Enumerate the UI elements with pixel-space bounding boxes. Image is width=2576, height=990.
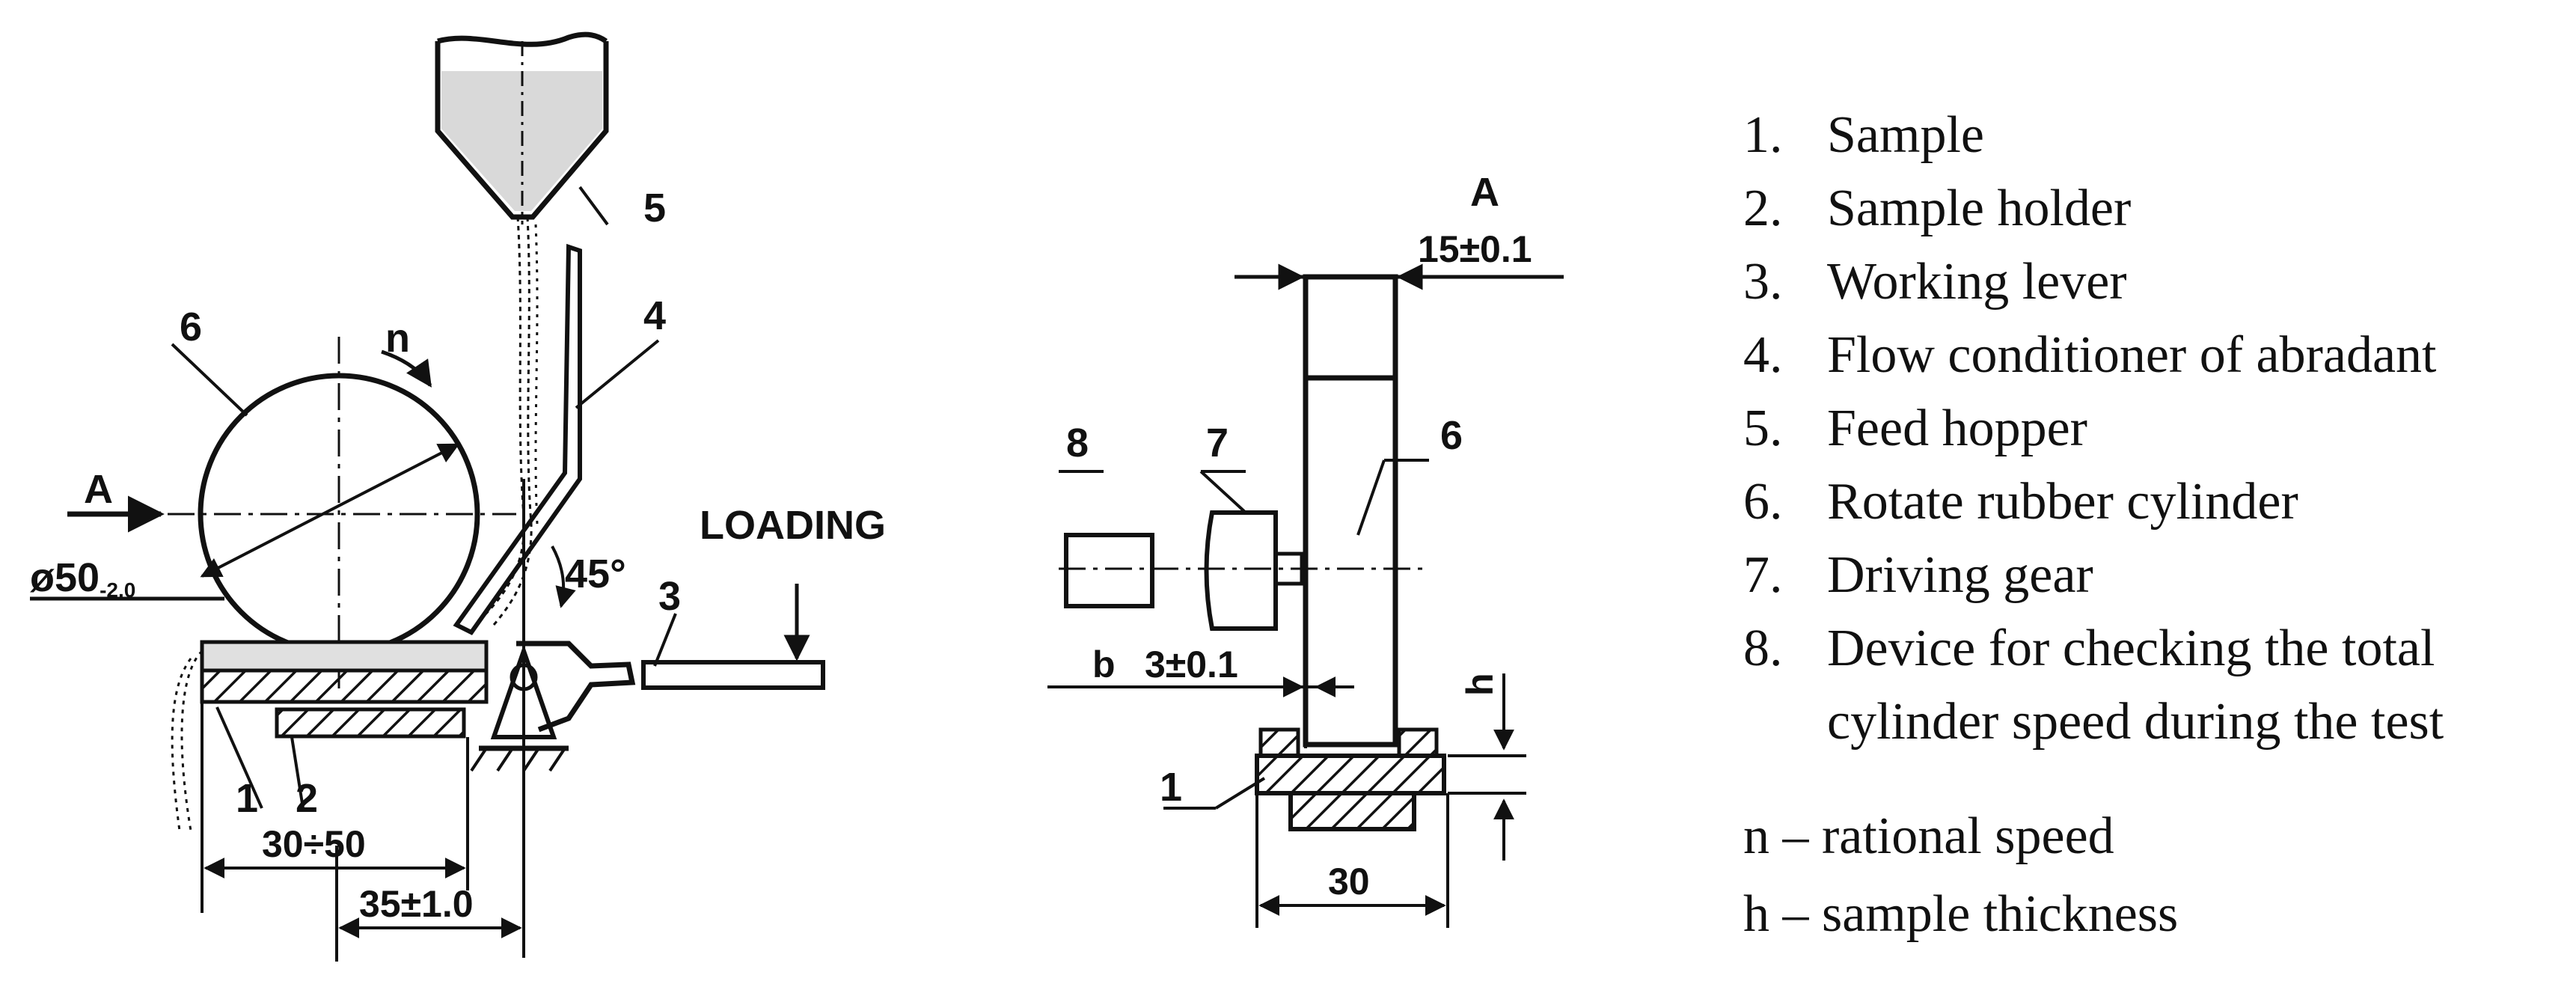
- label-part-5: 5: [643, 186, 666, 230]
- legend-item-4: 4. Flow conditioner of abradant: [1743, 319, 2566, 392]
- abradant-stream: [477, 216, 539, 626]
- label-part-6-section: 6: [1440, 413, 1463, 458]
- label-part-4: 4: [643, 293, 666, 338]
- legend-text: Driving gear: [1827, 546, 2093, 604]
- section-sample-holder: [1288, 791, 1416, 831]
- note-sample-thickness: h – sample thickness: [1743, 885, 2179, 943]
- sample: [200, 640, 489, 673]
- legend-text: Device for checking the total cylinder s…: [1827, 620, 2444, 751]
- label-b: b: [1092, 644, 1116, 685]
- label-part-3: 3: [658, 574, 681, 619]
- legend-text: Working lever: [1827, 253, 2127, 311]
- side-view-diagram: [30, 31, 825, 962]
- section-view-diagram: [1047, 263, 1564, 928]
- label-dim-3: 3±0.1: [1145, 644, 1238, 685]
- sample-holder: [275, 707, 466, 739]
- legend-item-6: 6. Rotate rubber cylinder: [1743, 465, 2566, 539]
- label-h: h: [1459, 673, 1501, 696]
- label-diameter: ø50-2.0: [30, 555, 135, 602]
- label-dim-15: 15±0.1: [1418, 228, 1532, 270]
- label-dim-30: 30: [1328, 861, 1370, 902]
- label-dim-35: 35±1.0: [359, 883, 474, 925]
- label-part-8: 8: [1066, 421, 1089, 465]
- legend-num: 5.: [1743, 400, 1783, 457]
- label-part-1-section: 1: [1160, 765, 1182, 810]
- label-dim-30-50: 30÷50: [262, 823, 366, 865]
- label-loading: LOADING: [700, 503, 886, 548]
- legend-item-5: 5. Feed hopper: [1743, 392, 2566, 465]
- legend-num: 6.: [1743, 473, 1783, 531]
- legend: 1. Sample 2. Sample holder 3. Working lever…: [1743, 99, 2566, 953]
- legend-item-1: 1. Sample: [1743, 99, 2566, 172]
- legend-num: 1.: [1743, 106, 1783, 164]
- legend-notes: n – rational speed h – sample thickness: [1743, 798, 2566, 953]
- side-view-labels: 5 4 6 n A ø50-2.0 45° LOADING 3 1 2 30÷5…: [30, 186, 886, 925]
- sample-hatch: [200, 668, 489, 704]
- label-part-1: 1: [236, 776, 258, 821]
- speed-check-device: [1064, 533, 1154, 608]
- working-lever: [516, 641, 636, 733]
- label-part-7: 7: [1206, 421, 1229, 465]
- label-section-a: A: [84, 467, 113, 512]
- legend-item-2: 2. Sample holder: [1743, 172, 2566, 245]
- legend-item-8: 8. Device for checking the total cylinder…: [1743, 612, 2566, 759]
- legend-text: Sample holder: [1827, 180, 2132, 237]
- legend-text: Flow conditioner of abradant: [1827, 326, 2437, 384]
- legend-text: Feed hopper: [1827, 400, 2087, 457]
- legend-num: 8.: [1743, 620, 1783, 677]
- label-section-title: A: [1470, 170, 1499, 215]
- label-part-6: 6: [180, 305, 202, 349]
- section-view-labels: A 15±0.1 8 7 6 b 3±0.1 h 1 30: [1066, 170, 1532, 902]
- label-rotation-n: n: [385, 316, 410, 361]
- flow-conditioner: [453, 243, 582, 635]
- label-angle-45: 45°: [565, 551, 626, 596]
- legend-text: Sample: [1827, 106, 1984, 164]
- cylinder-section: [1303, 274, 1398, 748]
- legend-num: 2.: [1743, 180, 1783, 237]
- legend-num: 3.: [1743, 253, 1783, 311]
- legend-item-3: 3. Working lever: [1743, 245, 2566, 319]
- legend-num: 4.: [1743, 326, 1783, 384]
- sample-plate: [1255, 754, 1446, 795]
- legend-num: 7.: [1743, 546, 1783, 604]
- note-rotation-speed: n – rational speed: [1743, 807, 2114, 865]
- label-part-2: 2: [296, 776, 318, 821]
- driving-gear: [1204, 510, 1278, 631]
- feed-hopper: [435, 31, 609, 224]
- legend-item-7: 7. Driving gear: [1743, 539, 2566, 612]
- legend-text: Rotate rubber cylinder: [1827, 473, 2298, 531]
